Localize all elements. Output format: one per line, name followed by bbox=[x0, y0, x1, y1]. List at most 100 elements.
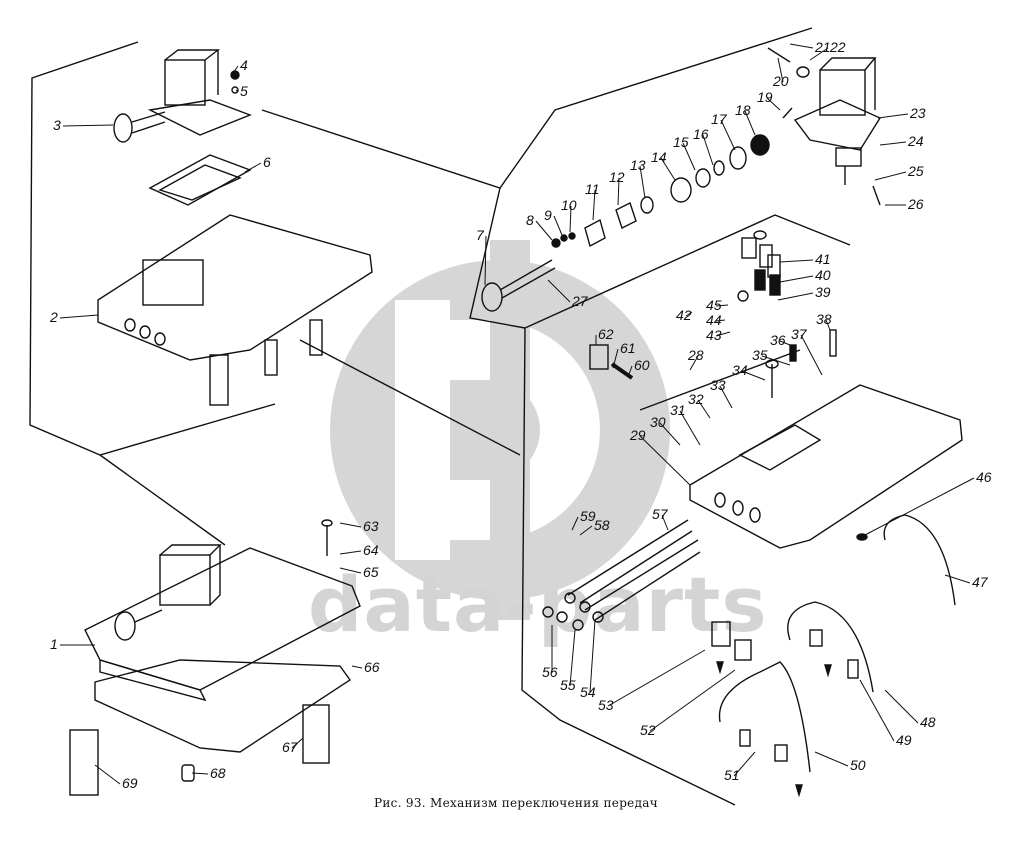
leader-line-69 bbox=[94, 764, 121, 785]
leader-line-27 bbox=[547, 279, 571, 303]
leader-line-21 bbox=[789, 43, 814, 49]
leader-line-8 bbox=[535, 220, 553, 241]
leader-line-5 bbox=[235, 89, 239, 93]
leader-line-36 bbox=[779, 340, 791, 346]
leader-line-10 bbox=[569, 205, 572, 233]
leader-line-39 bbox=[777, 292, 814, 301]
leader-line-2 bbox=[59, 314, 99, 319]
callout-label-34: 34 bbox=[732, 362, 748, 378]
callout-label-27: 27 bbox=[572, 293, 588, 309]
callout-label-6: 6 bbox=[263, 154, 271, 170]
callout-label-68: 68 bbox=[210, 765, 226, 781]
leader-line-48 bbox=[884, 689, 919, 724]
leader-line-20 bbox=[777, 57, 784, 83]
leader-line-55 bbox=[569, 629, 576, 687]
leader-line-23 bbox=[877, 113, 909, 119]
callout-label-14: 14 bbox=[651, 149, 667, 165]
callout-label-59: 59 bbox=[580, 508, 596, 524]
leader-line-54 bbox=[589, 619, 596, 694]
callout-label-19: 19 bbox=[757, 89, 773, 105]
leader-line-51 bbox=[733, 751, 756, 777]
callout-label-51: 51 bbox=[724, 767, 740, 783]
callout-label-3: 3 bbox=[53, 117, 61, 133]
leader-line-33 bbox=[719, 385, 733, 409]
leader-line-4 bbox=[232, 65, 239, 74]
leader-line-60 bbox=[627, 365, 633, 378]
callout-label-2: 2 bbox=[50, 309, 58, 325]
assembly-forks bbox=[711, 514, 956, 798]
callout-label-22: 22 bbox=[830, 39, 846, 55]
leader-line-65 bbox=[339, 567, 362, 574]
callout-label-1: 1 bbox=[50, 636, 58, 652]
leader-line-25 bbox=[874, 171, 907, 181]
callout-label-41: 41 bbox=[815, 251, 831, 267]
callout-label-28: 28 bbox=[688, 347, 704, 363]
callout-label-52: 52 bbox=[640, 722, 656, 738]
callout-label-5: 5 bbox=[240, 83, 248, 99]
leader-line-63 bbox=[339, 522, 362, 528]
leader-line-40 bbox=[779, 275, 814, 283]
callout-label-12: 12 bbox=[609, 169, 625, 185]
dp-logo-icon bbox=[330, 240, 670, 620]
callout-label-29: 29 bbox=[630, 427, 646, 443]
callout-label-16: 16 bbox=[693, 126, 709, 142]
callout-label-49: 49 bbox=[896, 732, 912, 748]
callout-label-18: 18 bbox=[735, 102, 751, 118]
callout-label-48: 48 bbox=[920, 714, 936, 730]
leader-line-49 bbox=[859, 679, 895, 742]
callout-label-37: 37 bbox=[791, 326, 807, 342]
callout-label-40: 40 bbox=[815, 267, 831, 283]
assembly-rods-57 bbox=[542, 519, 701, 631]
leader-line-13 bbox=[639, 165, 646, 199]
leader-line-35 bbox=[761, 355, 791, 366]
callout-label-9: 9 bbox=[544, 207, 552, 223]
callout-label-47: 47 bbox=[972, 574, 988, 590]
leader-line-53 bbox=[607, 649, 706, 707]
leader-line-44 bbox=[715, 319, 726, 322]
callout-label-62: 62 bbox=[598, 326, 614, 342]
assembly-cover-23 bbox=[793, 57, 882, 206]
callout-label-21: 21 bbox=[815, 39, 831, 55]
callout-label-46: 46 bbox=[976, 469, 992, 485]
leader-line-68 bbox=[191, 772, 209, 775]
assembly-2-housing bbox=[97, 49, 373, 406]
leader-line-66 bbox=[351, 665, 363, 669]
leader-line-12 bbox=[617, 177, 620, 206]
callout-label-38: 38 bbox=[816, 311, 832, 327]
leader-line-38 bbox=[825, 319, 831, 331]
callout-label-8: 8 bbox=[526, 212, 534, 228]
figure-caption: Рис. 93. Механизм переключения передач bbox=[374, 796, 658, 810]
callout-label-58: 58 bbox=[594, 517, 610, 533]
callout-label-50: 50 bbox=[850, 757, 866, 773]
leader-line-17 bbox=[720, 119, 736, 151]
callout-label-45: 45 bbox=[706, 297, 722, 313]
callout-label-30: 30 bbox=[650, 414, 666, 430]
leader-line-31 bbox=[679, 410, 701, 446]
leader-line-32 bbox=[697, 399, 711, 419]
leader-line-3 bbox=[62, 124, 114, 127]
leader-line-59 bbox=[571, 516, 579, 531]
callout-label-53: 53 bbox=[598, 697, 614, 713]
callout-label-17: 17 bbox=[711, 111, 727, 127]
callout-label-66: 66 bbox=[364, 659, 380, 675]
leader-line-45 bbox=[715, 304, 729, 307]
callout-label-33: 33 bbox=[710, 377, 726, 393]
callout-label-31: 31 bbox=[670, 402, 686, 418]
callout-label-32: 32 bbox=[688, 391, 704, 407]
callout-label-35: 35 bbox=[752, 347, 768, 363]
assembly-shaft-parts bbox=[481, 47, 810, 312]
callout-label-61: 61 bbox=[620, 340, 636, 356]
callout-label-23: 23 bbox=[910, 105, 926, 121]
leader-line-6 bbox=[244, 162, 262, 173]
callout-label-56: 56 bbox=[542, 664, 558, 680]
leader-line-29 bbox=[639, 435, 691, 486]
leader-line-58 bbox=[579, 525, 593, 536]
leader-line-16 bbox=[702, 134, 714, 166]
leader-line-15 bbox=[682, 142, 696, 171]
callout-label-69: 69 bbox=[122, 775, 138, 791]
callout-label-54: 54 bbox=[580, 684, 596, 700]
callout-label-43: 43 bbox=[706, 327, 722, 343]
leader-line-28 bbox=[689, 355, 699, 371]
